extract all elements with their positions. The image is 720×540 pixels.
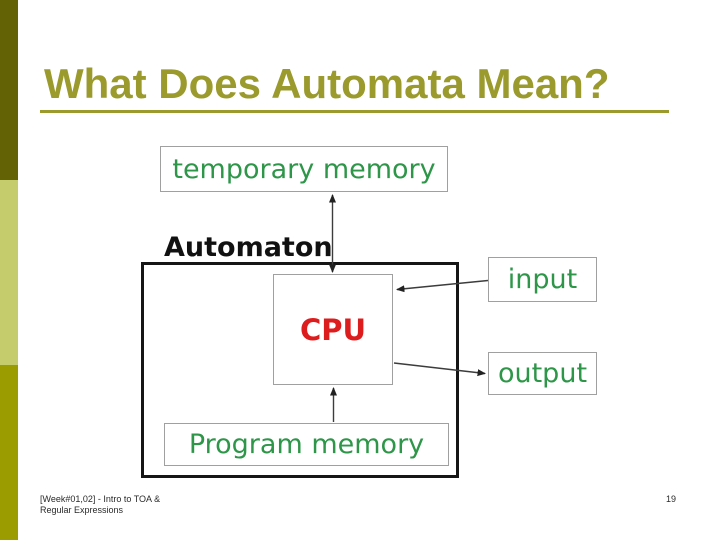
footer-text: [Week#01,02] - Intro to TOA & Regular Ex… [40, 494, 340, 516]
cpu-box: CPU [273, 274, 393, 385]
slide-title: What Does Automata Mean? [44, 60, 610, 107]
title-underline [40, 110, 669, 113]
output-box: output [488, 352, 597, 395]
sidebar-accent-dark [0, 0, 18, 180]
page-number: 19 [665, 494, 676, 504]
sidebar-accent-light [0, 180, 18, 365]
footer-line-1: [Week#01,02] - Intro to TOA & [40, 494, 161, 504]
program-memory-box: Program memory [164, 423, 449, 466]
temporary-memory-box: temporary memory [160, 146, 448, 192]
sidebar-accent-medium [0, 365, 18, 540]
automaton-label: Automaton [164, 232, 333, 263]
footer-line-2: Regular Expressions [40, 505, 124, 515]
input-box: input [488, 257, 597, 302]
